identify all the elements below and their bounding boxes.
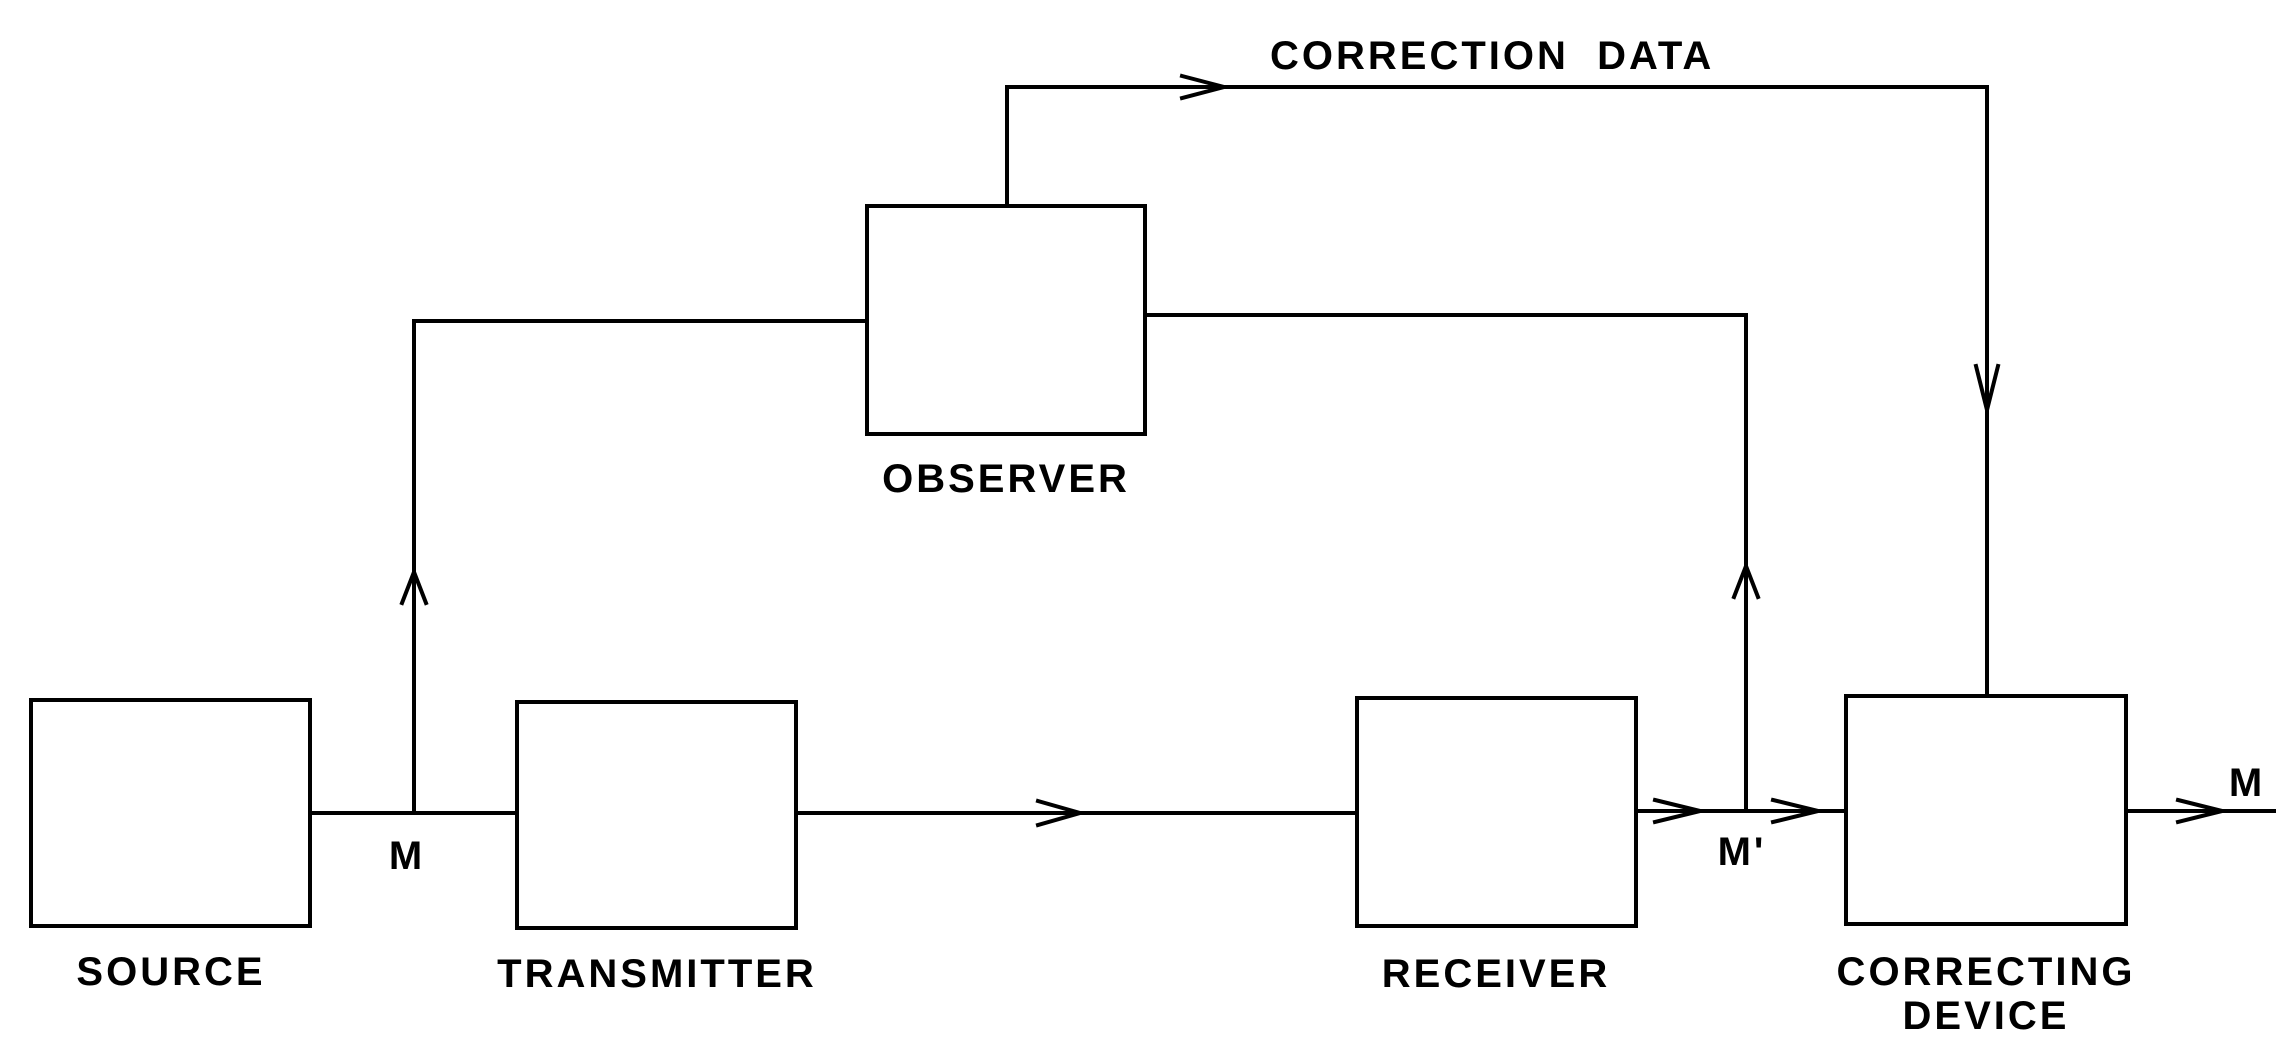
- received-message-label: M': [1717, 830, 1767, 874]
- output-message-label: M: [2228, 761, 2266, 805]
- correcting-device-label: CORRECTING DEVICE: [1837, 950, 2136, 1038]
- transmission-arrow: [1035, 798, 1088, 828]
- output-arrow: [2175, 797, 2223, 825]
- receiver-block: [1355, 696, 1638, 928]
- transmitter-label: TRANSMITTER: [497, 952, 817, 996]
- received-signal-arrow: [1652, 797, 1701, 825]
- source-block: [29, 698, 312, 928]
- m-to-observer-line: [412, 319, 869, 815]
- message-label: M: [388, 834, 426, 878]
- correction-data-label: CORRECTION DATA: [1270, 34, 1715, 78]
- correction-data-line: [1005, 85, 1989, 698]
- m-observer-arrow: [399, 566, 429, 606]
- correcting-device-label-line2: DEVICE: [1902, 994, 2070, 1038]
- source-label: SOURCE: [76, 950, 266, 994]
- corrector-input-arrow: [1770, 797, 1819, 825]
- m-prime-observer-arrow: [1731, 560, 1761, 600]
- observer-label: OBSERVER: [882, 457, 1130, 501]
- correcting-device-label-line1: CORRECTING: [1836, 950, 2136, 994]
- correcting-device-block: [1844, 694, 2128, 926]
- m-prime-to-observer-line: [1143, 313, 1748, 813]
- correction-data-arrow: [1179, 73, 1232, 101]
- correction-data-down-arrow: [1973, 363, 2001, 411]
- transmitter-block: [515, 700, 798, 930]
- observer-block: [865, 204, 1147, 436]
- receiver-label: RECEIVER: [1381, 952, 1611, 996]
